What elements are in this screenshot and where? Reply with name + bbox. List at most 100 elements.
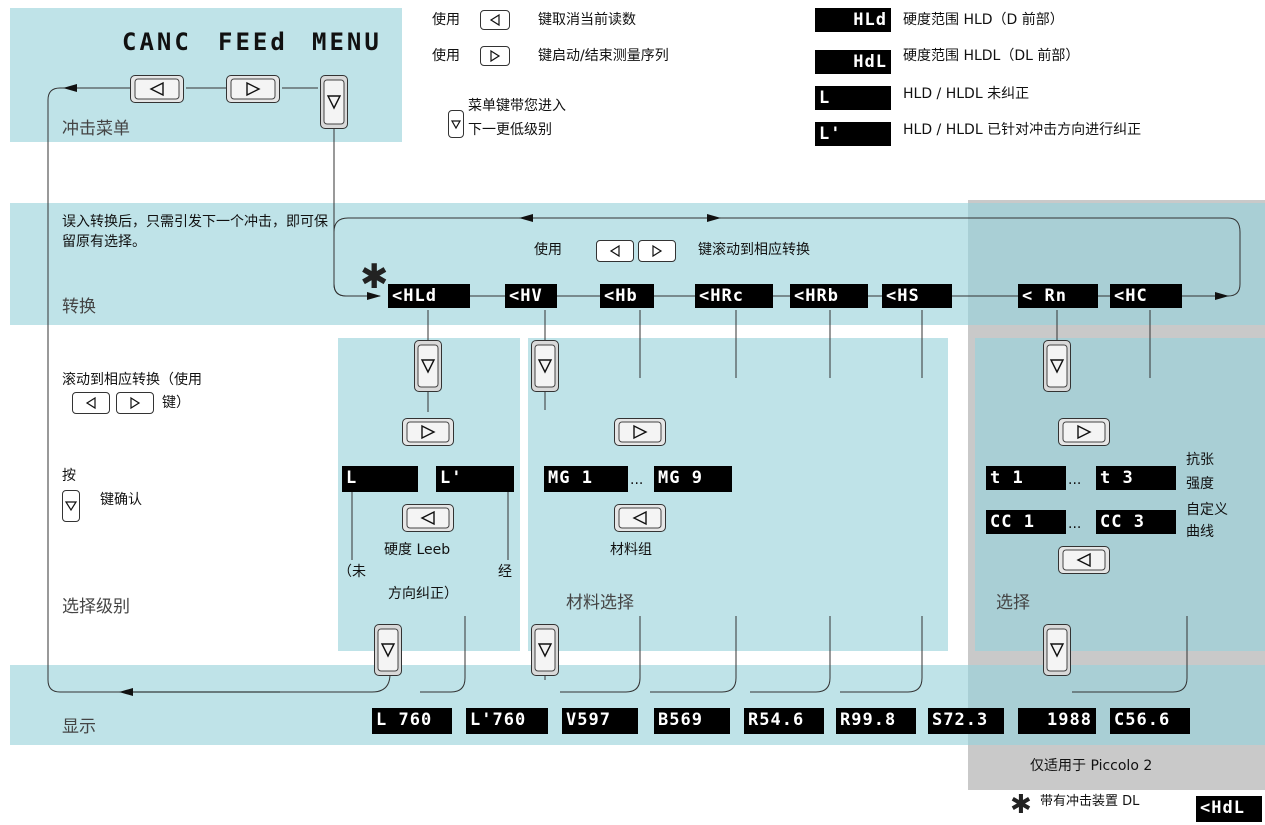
- select-right-nav-key[interactable]: [1058, 418, 1110, 446]
- left-triangle-icon: [85, 396, 96, 410]
- material-range-end: MG 9: [654, 466, 732, 492]
- select-menu-key[interactable]: [1043, 340, 1071, 392]
- legend-code-hdl: HdL: [815, 50, 891, 74]
- reading-b: B569: [654, 708, 730, 734]
- right-triangle-icon: [1062, 421, 1106, 443]
- conv-hrc: <HRc: [695, 284, 773, 308]
- leeb-right-key[interactable]: [402, 418, 454, 446]
- reading-rb: R99.8: [836, 708, 916, 734]
- down-triangle-icon: [450, 120, 462, 130]
- reading-v: V597: [562, 708, 638, 734]
- dl-note: 带有冲击装置 DL: [1040, 794, 1140, 809]
- down-triangle-icon: [377, 628, 399, 672]
- right-key[interactable]: [226, 75, 280, 103]
- leeb-menu-key[interactable]: [414, 340, 442, 392]
- curve-start: CC 1: [986, 510, 1066, 534]
- dl-code: <HdL: [1196, 796, 1262, 822]
- conv-hc: <HC: [1110, 284, 1182, 308]
- conv-hrb: <HRb: [790, 284, 868, 308]
- curve-ellipsis: ...: [1068, 516, 1082, 532]
- right-triangle-icon: [130, 396, 141, 410]
- tensile-ellipsis: ...: [1068, 472, 1082, 488]
- scroll-prefix: 使用: [534, 242, 562, 258]
- info-menu-line2: 下一更低级别: [468, 122, 552, 138]
- leeb-caption2: 方向纠正）: [388, 586, 458, 602]
- legend-text-hld: 硬度范围 HLD（D 前部）: [903, 12, 1064, 28]
- select-left-key: [72, 392, 110, 414]
- conversion-label: 转换: [62, 297, 96, 317]
- left-triangle-icon: [609, 244, 620, 258]
- material-panel: [528, 338, 948, 651]
- info-line1-prefix: 使用: [432, 12, 460, 28]
- tensile-end: t 3: [1096, 466, 1176, 490]
- legend-code-l-corrected: L': [815, 122, 891, 146]
- menu-key[interactable]: [320, 75, 348, 129]
- tensile-label2: 强度: [1186, 476, 1214, 492]
- left-triangle-icon: [1062, 549, 1106, 571]
- legend-text-hdl: 硬度范围 HLDL（DL 前部）: [903, 48, 1080, 64]
- right-triangle-icon: [406, 421, 450, 443]
- scroll-instruction: 滚动到相应转换（使用: [62, 372, 202, 388]
- reading-rn: 1988: [1018, 708, 1096, 734]
- material-ellipsis: ...: [630, 472, 644, 488]
- info-line2-prefix: 使用: [432, 48, 460, 64]
- conv-hld: <HLd: [388, 284, 470, 308]
- reading-hc: C56.6: [1110, 708, 1190, 734]
- info-menu-key: [448, 110, 464, 138]
- right-triangle-icon: [490, 49, 501, 63]
- menu-word-feed: FEEd: [218, 28, 288, 56]
- material-menu-key[interactable]: [531, 340, 559, 392]
- conv-hb: <Hb: [600, 284, 654, 308]
- leeb-left-key[interactable]: [402, 504, 454, 532]
- reading-rc: R54.6: [744, 708, 824, 734]
- down-triangle-icon: [1046, 344, 1068, 388]
- leeb-option-l-corrected: L': [436, 466, 514, 492]
- right-triangle-icon: [618, 421, 662, 443]
- footer-asterisk-icon: ✱: [1010, 790, 1032, 820]
- leeb-caption1: 硬度 Leeb: [384, 542, 451, 558]
- leeb-confirm-key[interactable]: [374, 624, 402, 676]
- left-triangle-icon: [134, 78, 180, 100]
- reading-l-corrected: L'760: [466, 708, 548, 734]
- scroll-suffix: 键滚动到相应转换: [698, 242, 810, 258]
- reading-s: S72.3: [928, 708, 1004, 734]
- leeb-caption-right: 经: [498, 564, 512, 580]
- info-right-key: [480, 46, 510, 66]
- select-level-label: 选择级别: [62, 597, 130, 617]
- left-key[interactable]: [130, 75, 184, 103]
- menu-word-menu: MENU: [312, 28, 382, 56]
- conv-hs: <HS: [882, 284, 952, 308]
- leeb-option-l: L: [342, 466, 418, 492]
- info-left-key: [480, 10, 510, 30]
- material-confirm-key[interactable]: [531, 624, 559, 676]
- impact-menu-label: 冲击菜单: [62, 119, 130, 139]
- info-line2-suffix: 键启动/结束测量序列: [538, 48, 669, 64]
- tensile-label1: 抗张: [1186, 452, 1214, 468]
- material-right-key[interactable]: [614, 418, 666, 446]
- select-left-nav-key[interactable]: [1058, 546, 1110, 574]
- down-triangle-icon: [417, 344, 439, 388]
- curve-end: CC 3: [1096, 510, 1176, 534]
- menu-word-cancel: CANC: [122, 28, 192, 56]
- confirm-label: 键确认: [100, 492, 142, 508]
- confirm-menu-key: [62, 490, 80, 522]
- right-triangle-icon: [652, 244, 663, 258]
- asterisk-icon: ✱: [360, 257, 389, 297]
- select-confirm-key[interactable]: [1043, 624, 1071, 676]
- scroll-instruction-end: 键）: [162, 395, 190, 411]
- down-triangle-icon: [534, 628, 556, 672]
- left-triangle-icon: [489, 13, 500, 27]
- curve-label2: 曲线: [1186, 524, 1214, 540]
- left-triangle-icon: [406, 507, 450, 529]
- legend-text-l-corrected: HLD / HLDL 已针对冲击方向进行纠正: [903, 122, 1142, 138]
- down-triangle-icon: [534, 344, 556, 388]
- piccolo-note: 仅适用于 Piccolo 2: [1030, 758, 1153, 774]
- material-range-start: MG 1: [544, 466, 628, 492]
- down-triangle-icon: [64, 501, 78, 512]
- scroll-right-key: [638, 240, 676, 262]
- material-left-key[interactable]: [614, 504, 666, 532]
- info-line1-suffix: 键取消当前读数: [538, 12, 636, 28]
- conversion-note: 误入转换后，只需引发下一个冲击，即可保留原有选择。: [62, 214, 328, 250]
- press-label: 按: [62, 468, 76, 484]
